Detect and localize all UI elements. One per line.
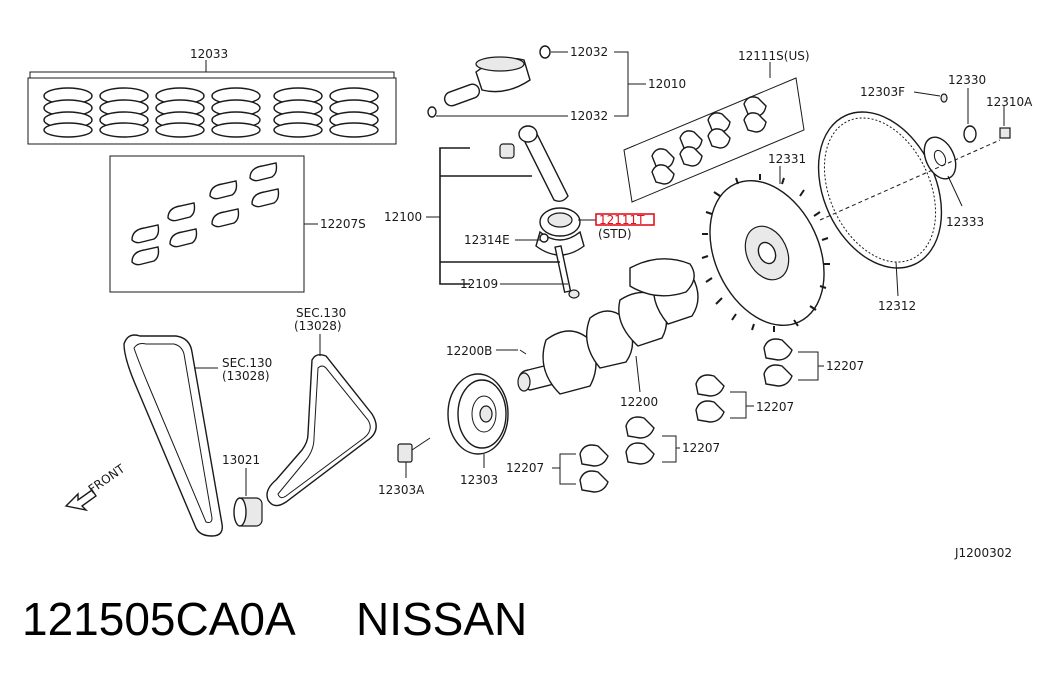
drive-plate-teeth [701,174,830,332]
main-bearing-box-group: 12207S [109,155,366,293]
label-12330: 12330 [948,73,986,87]
label-12310A: 12310A [986,95,1033,109]
ring-set-5 [273,87,323,138]
diagram-code: J1200302 [954,546,1012,560]
label-12032-bottom: 12032 [570,109,608,123]
label-12207-3: 12207 [682,441,720,455]
label-12033: 12033 [190,47,228,61]
label-12312: 12312 [878,299,916,313]
timing-chain-group: 13021 SEC.130 (13028) SEC.130 (13028) [123,306,377,537]
label-12010: 12010 [648,77,686,91]
front-arrow-group: FRONT [64,461,128,512]
label-12207-1: 12207 [826,359,864,373]
label-12200B: 12200B [446,344,492,358]
connecting-rod-group: 12100 12314E 12109 12111T (STD) [384,125,655,299]
label-12207-2: 12207 [756,400,794,414]
bearing-shells-us [651,96,767,185]
flywheel-group: 12331 12312 12333 12330 12310A 12303F [701,73,1033,332]
ring-set-6 [329,87,379,138]
ring-set-4 [211,87,261,138]
bearing-shells-boxed [131,162,280,266]
label-12333: 12333 [946,215,984,229]
piston-assembly-group: 12032 12032 12010 [427,45,686,123]
label-12207S: 12207S [320,217,366,231]
lower-main-bearings-group: 12207 12207 12207 12207 [506,338,864,493]
label-12303: 12303 [460,473,498,487]
piston-rings-group: 12033 [27,47,397,145]
ring-set-2 [99,87,149,138]
label-sec130-left: SEC.130 [222,356,272,370]
highlight-box-12111T [595,213,655,226]
label-12303F: 12303F [860,85,905,99]
label-front: FRONT [86,461,128,496]
label-sec130-left-sub: (13028) [222,369,270,383]
ring-set-1 [43,87,93,138]
label-12303A: 12303A [378,483,425,497]
label-12032-top: 12032 [570,45,608,59]
label-std: (STD) [598,227,632,241]
brand-name: NISSAN [356,593,528,645]
label-12109: 12109 [460,277,498,291]
pulley-group: 12303 12303A [378,373,509,497]
label-12111S-US: 12111S(US) [738,49,810,63]
label-12200: 12200 [620,395,658,409]
label-12331: 12331 [768,152,806,166]
main-bearing-us-group: 12111S(US) [623,49,810,203]
label-sec130-right-sub: (13028) [294,319,342,333]
crankshaft-group: 12200B 12200 [446,258,699,409]
label-13021: 13021 [222,453,260,467]
label-12100: 12100 [384,210,422,224]
front-arrow-icon [64,489,97,512]
label-12207-4: 12207 [506,461,544,475]
label-12314E: 12314E [464,233,510,247]
label-sec130-right: SEC.130 [296,306,346,320]
label-12111T: 12111T [599,213,645,227]
ring-set-3 [155,87,205,138]
part-number: 121505CA0A [22,593,296,645]
